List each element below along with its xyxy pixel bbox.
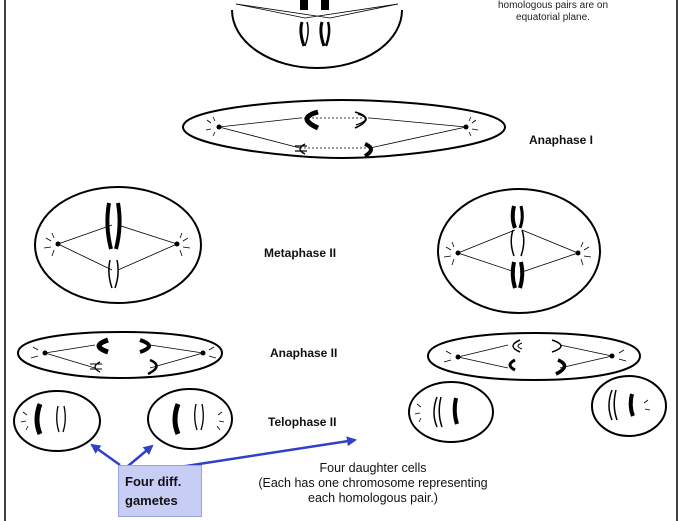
metaphase-2-right-cell bbox=[438, 189, 600, 313]
daughter-caption-line-2: (Each has one chromosome representing bbox=[228, 476, 518, 491]
daughter-caption-line-1: Four daughter cells bbox=[228, 461, 518, 476]
label-anaphase-1: Anaphase I bbox=[529, 133, 593, 147]
daughter-cell-3 bbox=[409, 382, 493, 442]
label-telophase-2: Telophase II bbox=[268, 415, 336, 429]
daughter-cell-1 bbox=[14, 391, 100, 451]
daughter-cell-2 bbox=[148, 389, 232, 449]
daughter-cell-4 bbox=[592, 376, 666, 436]
arrow-to-cell-2 bbox=[128, 446, 152, 466]
daughter-cells-caption: Four daughter cells (Each has one chromo… bbox=[228, 461, 518, 506]
label-metaphase-2: Metaphase II bbox=[264, 246, 336, 260]
top-caption-line-2: equatorial plane. bbox=[478, 12, 628, 24]
anaphase-2-left-cell bbox=[18, 332, 222, 378]
anaphase-1-cell bbox=[183, 100, 505, 158]
top-caption: homologous pairs are on equatorial plane… bbox=[478, 0, 628, 24]
metaphase-1-cell bbox=[232, 0, 402, 68]
top-caption-line-1: homologous pairs are on bbox=[478, 0, 628, 12]
gametes-callout: Four diff. gametes bbox=[118, 465, 202, 517]
arrow-to-cell-1 bbox=[92, 445, 120, 465]
anaphase-2-right-cell bbox=[428, 333, 640, 380]
daughter-caption-line-3: each homologous pair.) bbox=[228, 491, 518, 506]
metaphase-2-left-cell bbox=[35, 187, 201, 303]
callout-line-1: Four diff. bbox=[125, 472, 197, 491]
callout-line-2: gametes bbox=[125, 491, 197, 510]
label-anaphase-2: Anaphase II bbox=[270, 346, 337, 360]
